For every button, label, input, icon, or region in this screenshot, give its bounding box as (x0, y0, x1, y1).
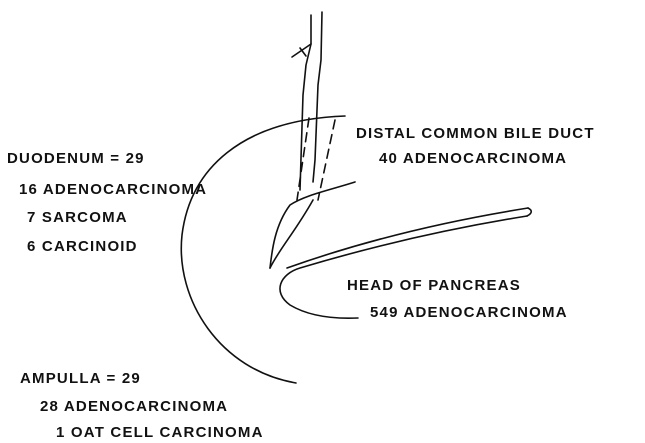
ampulla-oat-cell-count: 1 OAT CELL CARCINOMA (56, 424, 264, 442)
pancreatic-duct-outline (280, 208, 531, 318)
distal-duct-adenocarcinoma-count: 40 ADENOCARCINOMA (379, 150, 567, 168)
common-bile-duct-outline (292, 12, 322, 190)
duodenum-adenocarcinoma-count: 16 ADENOCARCINOMA (19, 181, 207, 199)
ampulla-title: AMPULLA = 29 (20, 370, 141, 388)
pancreas-title: HEAD OF PANCREAS (347, 277, 521, 295)
duodenum-outline (181, 116, 345, 383)
duodenum-carcinoid-count: 6 CARCINOID (27, 238, 138, 256)
pancreas-adenocarcinoma-count: 549 ADENOCARCINOMA (370, 304, 568, 322)
duodenum-sarcoma-count: 7 SARCOMA (27, 209, 128, 227)
ampulla-adenocarcinoma-count: 28 ADENOCARCINOMA (40, 398, 228, 416)
duodenum-title: DUODENUM = 29 (7, 150, 145, 168)
distal-duct-title: DISTAL COMMON BILE DUCT (356, 125, 595, 143)
